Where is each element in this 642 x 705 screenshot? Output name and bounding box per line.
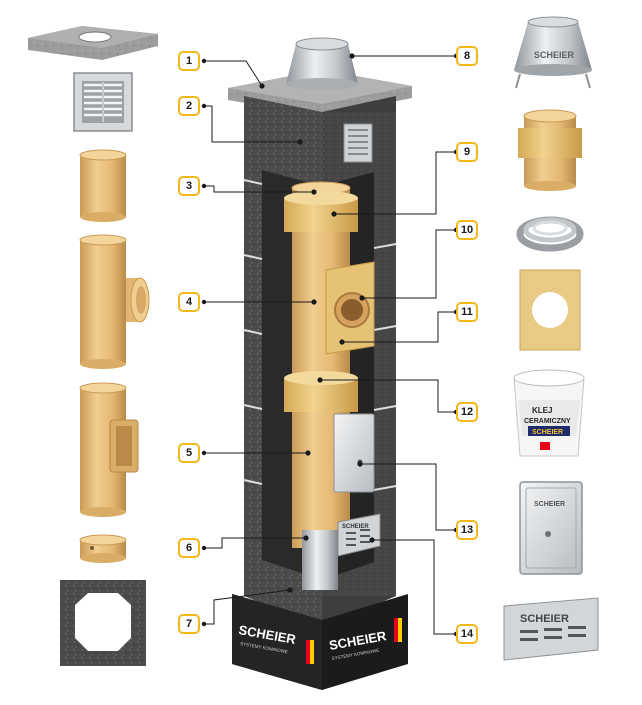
bottom-grille-plate: SCHEIER bbox=[337, 513, 381, 557]
leader-line-13 bbox=[360, 463, 456, 531]
leader-end-dot-9 bbox=[331, 211, 337, 217]
leader-line-11 bbox=[342, 311, 456, 343]
leader-start-dot-3 bbox=[201, 183, 207, 189]
leader-line-3 bbox=[204, 185, 314, 193]
cap-plate bbox=[28, 26, 158, 60]
cap-brand: SCHEIER bbox=[534, 50, 575, 60]
callout-badge-5: 5 bbox=[178, 443, 200, 463]
cleanout-door-icon: SCHEIER bbox=[519, 481, 583, 575]
leader-end-dot-6 bbox=[303, 535, 309, 541]
grille-plate-brand: SCHEIER bbox=[342, 524, 369, 530]
condensate-cup bbox=[79, 534, 127, 563]
bucket-line1: KLEJ bbox=[532, 406, 552, 415]
leader-end-dot-5 bbox=[305, 450, 311, 456]
callout-badge-8: 8 bbox=[456, 46, 478, 66]
leader-end-dot-13 bbox=[357, 461, 363, 467]
leader-lines bbox=[204, 55, 456, 635]
leader-start-dot-4 bbox=[201, 299, 207, 305]
adhesive-bucket: KLEJ CERAMICZNY SCHEIER bbox=[513, 369, 585, 457]
straight-pipe bbox=[79, 149, 127, 222]
callout-badge-4: 4 bbox=[178, 292, 200, 312]
callout-badge-13: 13 bbox=[456, 520, 478, 540]
vent-plate: SCHEIER bbox=[503, 597, 599, 661]
callout-badge-2: 2 bbox=[178, 96, 200, 116]
leader-start-dot-7 bbox=[201, 621, 207, 627]
callout-badge-11: 11 bbox=[456, 302, 478, 322]
callout-badge-7: 7 bbox=[178, 614, 200, 634]
tee-pipe bbox=[79, 234, 150, 369]
vent-plate-brand: SCHEIER bbox=[520, 613, 569, 625]
leader-dots bbox=[201, 53, 459, 637]
chimney-cap-icon: SCHEIER bbox=[514, 16, 592, 89]
leader-start-dot-2 bbox=[201, 103, 207, 109]
leader-end-dot-10 bbox=[359, 295, 365, 301]
leader-line-2 bbox=[204, 105, 300, 143]
leader-end-dot-4 bbox=[311, 299, 317, 305]
leader-start-dot-1 bbox=[201, 58, 207, 64]
callout-badge-1: 1 bbox=[178, 51, 200, 71]
inner-flue bbox=[284, 181, 375, 590]
leader-end-dot-2 bbox=[297, 139, 303, 145]
chimney-grille bbox=[343, 123, 373, 163]
callout-badge-6: 6 bbox=[178, 538, 200, 558]
leader-line-14 bbox=[372, 539, 456, 635]
leader-line-12 bbox=[320, 379, 456, 413]
leader-end-dot-7 bbox=[287, 587, 293, 593]
leader-line-10 bbox=[362, 229, 456, 299]
bucket-line2: CERAMICZNY bbox=[524, 418, 571, 425]
leader-end-dot-14 bbox=[369, 537, 375, 543]
leader-start-dot-6 bbox=[201, 545, 207, 551]
leader-start-dot-5 bbox=[201, 450, 207, 456]
leader-line-6 bbox=[204, 537, 306, 549]
leader-end-dot-3 bbox=[311, 189, 317, 195]
steel-cap-top bbox=[286, 37, 358, 90]
callout-badge-9: 9 bbox=[456, 142, 478, 162]
bucket-brand: SCHEIER bbox=[532, 429, 563, 436]
leader-line-7 bbox=[204, 589, 291, 625]
steel-rope-icon bbox=[516, 216, 584, 252]
callout-badge-12: 12 bbox=[456, 402, 478, 422]
leader-end-dot-12 bbox=[317, 377, 323, 383]
cleanout-pipe bbox=[79, 382, 139, 517]
leader-end-dot-1 bbox=[259, 83, 265, 89]
leader-end-dot-11 bbox=[339, 339, 345, 345]
callout-badge-10: 10 bbox=[456, 220, 478, 240]
ventilation-grille-icon bbox=[73, 72, 133, 132]
insulated-sleeve bbox=[518, 109, 582, 191]
callout-badge-3: 3 bbox=[178, 176, 200, 196]
leader-line-1 bbox=[204, 60, 263, 87]
leader-line-9 bbox=[334, 151, 456, 215]
door-brand: SCHEIER bbox=[534, 501, 565, 508]
leader-end-dot-8 bbox=[349, 53, 355, 59]
insulation-board bbox=[519, 269, 581, 351]
base-block bbox=[60, 580, 146, 666]
callout-badge-14: 14 bbox=[456, 624, 478, 644]
